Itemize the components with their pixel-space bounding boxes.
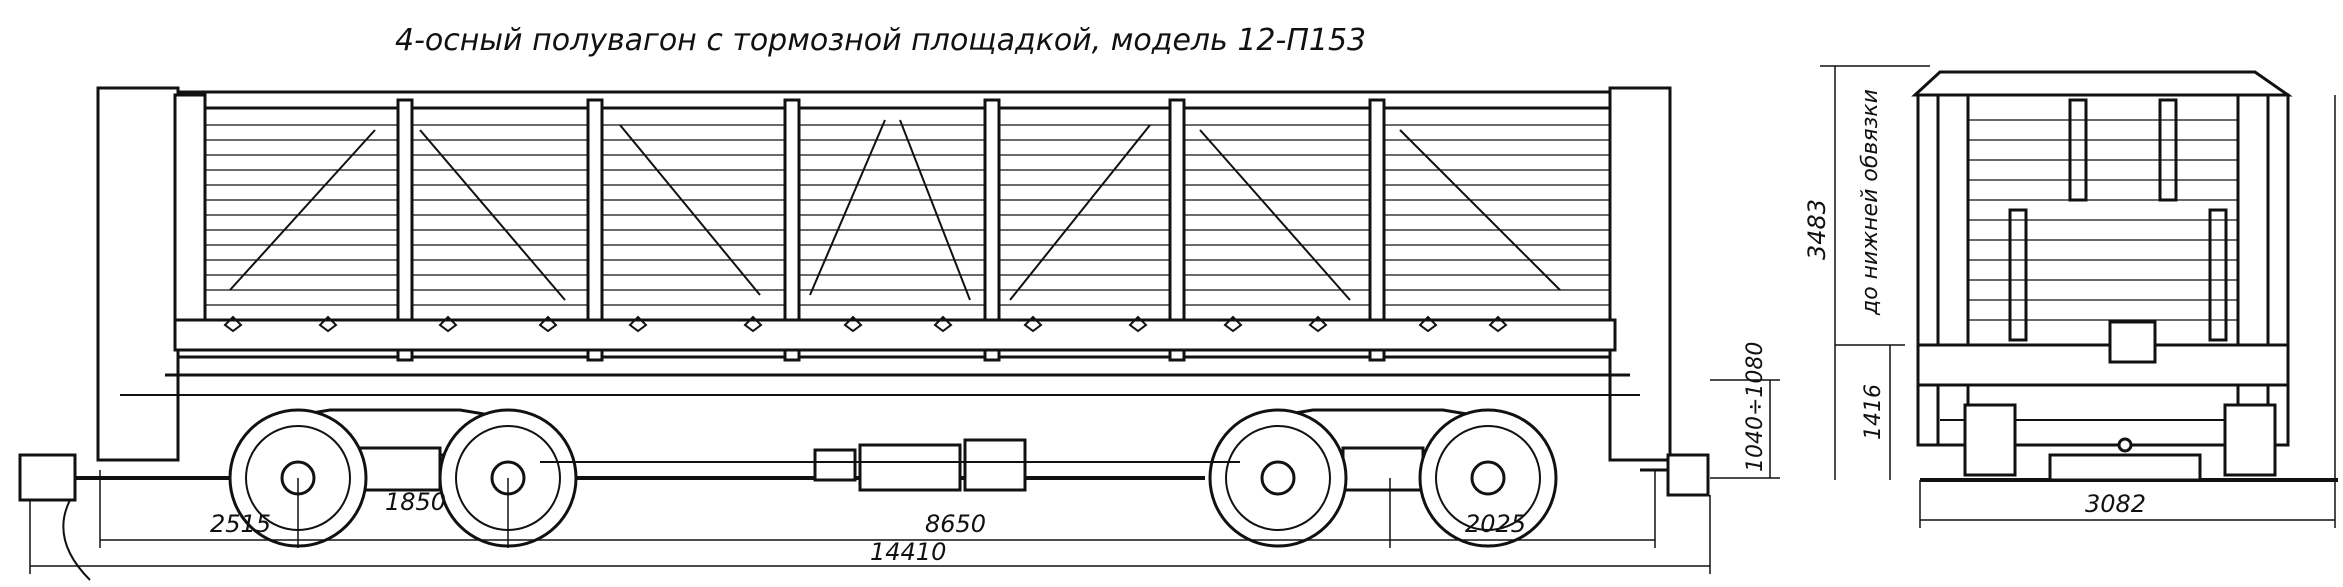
dim-frame-height: 1416	[1861, 384, 1886, 440]
dim-coupler-height: 1040÷1080	[1743, 342, 1768, 472]
right-coupler	[1640, 453, 1710, 497]
brake-cylinder	[540, 438, 1240, 492]
dim-end-width: 3082	[2085, 490, 2146, 518]
end-dimensions	[1820, 65, 2336, 528]
side-sill	[173, 318, 1617, 352]
dim-brake-end: 2025	[1465, 510, 1526, 538]
side-dimensions	[29, 379, 1780, 574]
end-top-hood	[1911, 70, 2293, 97]
dim-end-height: 3483	[1803, 199, 1831, 260]
left-end-wall	[96, 86, 180, 462]
dim-bogie-base: 1850	[385, 488, 446, 516]
diagonal-braces	[229, 119, 1561, 301]
side-view: 2515 1850 8650 2025 14410 1040÷1080	[18, 86, 1780, 581]
right-bogie	[1208, 408, 1558, 548]
dim-end-note: до нижней обвязки	[1858, 89, 1883, 316]
dim-bogie-centers: 8650	[925, 510, 986, 538]
stake-pockets	[223, 315, 1508, 333]
left-bogie	[228, 408, 578, 548]
right-end-wall	[1608, 86, 1672, 462]
end-coupler	[2108, 320, 2157, 364]
left-coupler	[18, 453, 120, 581]
end-view: 3483 до нижней обвязки 1416 3082	[1803, 65, 2338, 528]
car-body	[173, 90, 1617, 359]
side-stanchions	[396, 98, 1386, 362]
dim-overall-length: 14410	[870, 538, 946, 566]
drawing-title: 4-осный полувагон с тормозной площадкой,…	[395, 23, 1366, 58]
end-body	[1916, 93, 2290, 447]
end-planks	[1968, 119, 2238, 321]
dim-end-overhang: 2515	[210, 510, 271, 538]
